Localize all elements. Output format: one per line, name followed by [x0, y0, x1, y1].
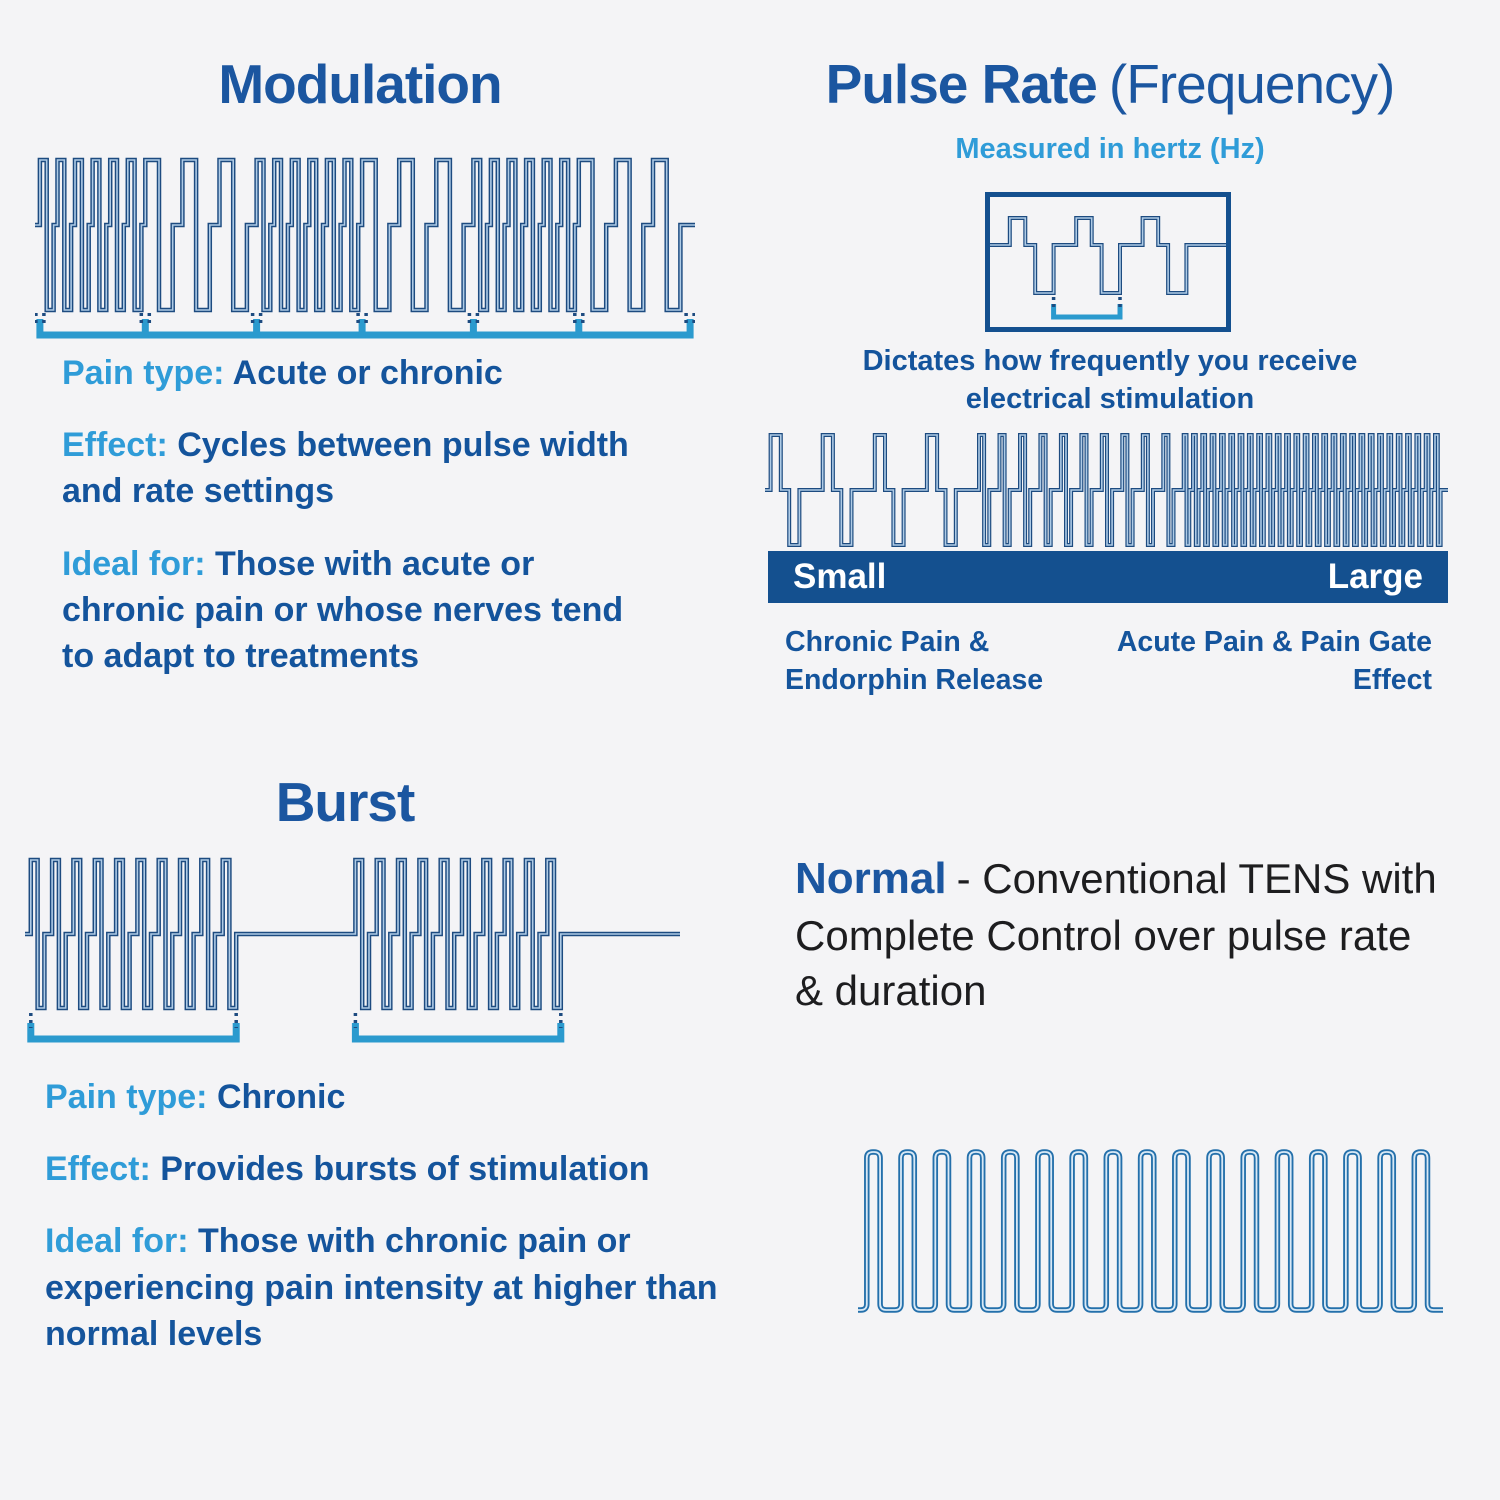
modulation-title: Modulation [218, 53, 502, 115]
low-frequency-label: Chronic Pain & Endorphin Release [785, 626, 1044, 696]
burst-pain-type: Pain type: Chronic [45, 1074, 725, 1120]
normal-waveform [858, 1149, 1443, 1313]
pain-type-label: Pain type: [45, 1078, 208, 1116]
ideal-for-label: Ideal for: [45, 1222, 189, 1261]
modulation-details: Pain type: Acute or chronic Effect: Cycl… [62, 350, 662, 705]
pulse-rate-caption: Dictates how frequently you receive elec… [862, 345, 1358, 416]
pulse-rate-section: Pulse Rate(Frequency) Measured in hertz … [750, 0, 1500, 740]
normal-section: Normal- Conventional TENS with Complete … [750, 740, 1500, 1500]
effect-label: Effect: [45, 1150, 151, 1189]
frequency-box-waveform [990, 216, 1226, 320]
pain-type-value: Acute or chronic [232, 354, 503, 392]
scale-small-label: Small [793, 557, 887, 596]
modulation-section: Modulation Pain type: Acute or chronic E… [0, 0, 750, 740]
effect-value: Provides bursts of stimulation [160, 1150, 650, 1189]
effect-label: Effect: [62, 426, 168, 465]
normal-description-block: Normal- Conventional TENS with Complete … [795, 850, 1440, 1018]
normal-description: - Conventional TENS with Complete Contro… [795, 855, 1437, 1014]
pain-type-label: Pain type: [62, 354, 225, 392]
burst-effect: Effect: Provides bursts of stimulation [45, 1146, 725, 1192]
pulse-rate-title-bold: Pulse Rate [825, 53, 1098, 115]
modulation-pain-type: Pain type: Acute or chronic [62, 350, 662, 396]
ideal-for-label: Ideal for: [62, 544, 206, 583]
burst-ideal-for: Ideal for: Those with chronic pain or ex… [45, 1218, 725, 1357]
frequency-box [985, 192, 1231, 332]
pulse-rate-title: Pulse Rate(Frequency) [770, 54, 1450, 115]
ideal-for-value: Those with acute or chronic pain or whos… [62, 544, 624, 676]
ideal-for-value: Those with chronic pain or experiencing … [45, 1222, 718, 1353]
modulation-waveform [35, 157, 695, 339]
pulse-rate-title-suffix: (Frequency) [1108, 53, 1395, 115]
scale-large-label: Large [1327, 557, 1423, 596]
burst-waveform [25, 857, 680, 1043]
pain-type-value: Chronic [216, 1078, 346, 1116]
burst-details: Pain type: Chronic Effect: Provides burs… [45, 1074, 725, 1383]
pulse-rate-ramp-waveform [765, 433, 1448, 547]
burst-title: Burst [275, 771, 416, 833]
high-frequency-label: Acute Pain & Pain Gate Effect [1116, 626, 1432, 696]
effect-value: Cycles between pulse width and rate sett… [62, 426, 629, 511]
burst-section: Burst Pain type: Chronic Effect: Provide… [0, 740, 750, 1500]
modulation-effect: Effect: Cycles between pulse width and r… [62, 422, 662, 514]
frequency-scale-bar: Small Large [768, 551, 1448, 603]
pulse-rate-subtitle: Measured in hertz (Hz) [955, 133, 1265, 165]
normal-title: Normal [795, 854, 947, 903]
modulation-ideal-for: Ideal for: Those with acute or chronic p… [62, 541, 662, 680]
